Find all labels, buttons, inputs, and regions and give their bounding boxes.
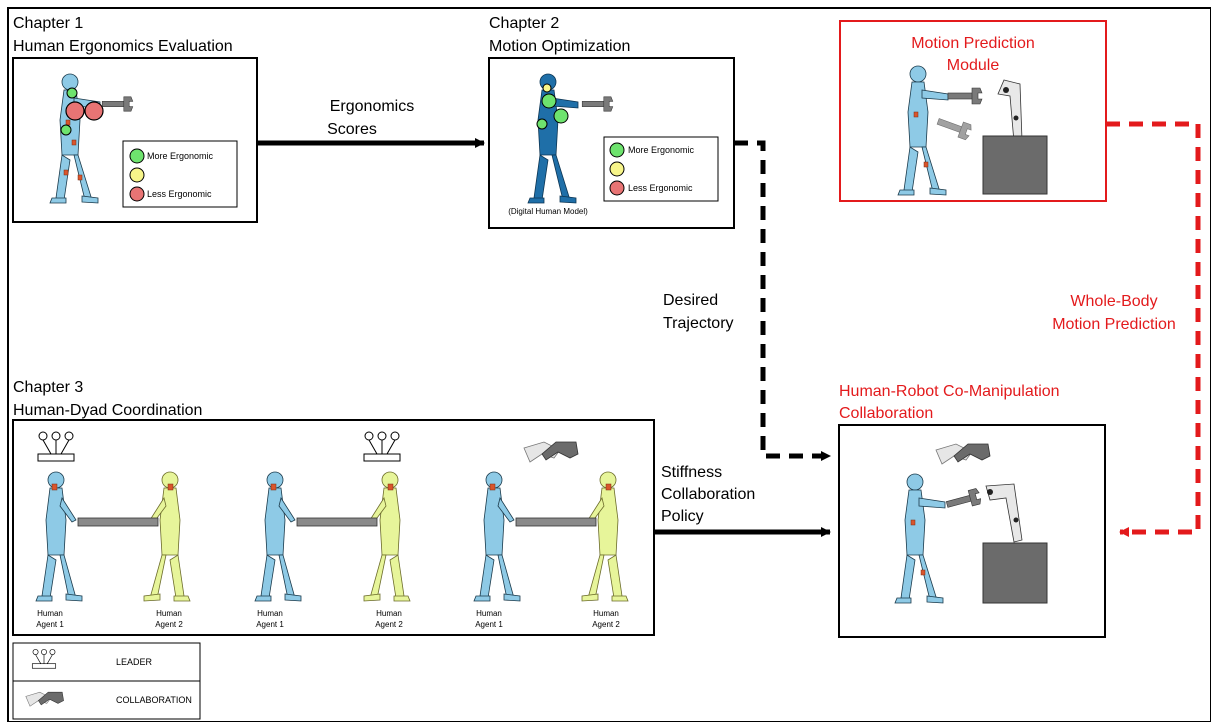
stiffness-label-line2: Collaboration — [661, 486, 755, 503]
agent-label-line2: Agent 1 — [36, 620, 64, 629]
chapter1-human-figure — [49, 73, 134, 204]
ergo-marker-green-5 — [536, 118, 548, 130]
chapter2-legend-less: Less Ergonomic — [628, 183, 693, 193]
agent-label-line1: Human — [476, 609, 502, 618]
agent-label-line1: Human — [376, 609, 402, 618]
stiffness-label-line1: Stiffness — [661, 464, 722, 481]
wholebody-prediction-arrow — [1106, 121, 1201, 537]
legend-green-swatch — [609, 142, 625, 158]
shared-bar — [77, 517, 159, 527]
prediction-table — [982, 135, 1048, 195]
legend-red-swatch — [609, 180, 625, 196]
agent-label-line1: Human — [257, 609, 283, 618]
dyad-pair-3 — [473, 471, 629, 602]
comanip-title-line2: Collaboration — [839, 405, 933, 422]
desired-label-line1: Desired — [663, 292, 718, 309]
legend-leader-label: LEADER — [116, 657, 153, 667]
wholebody-label-line1: Whole-Body — [1070, 293, 1157, 310]
comanip-human-figure — [894, 473, 983, 604]
wholebody-label-line2: Motion Prediction — [1052, 316, 1176, 333]
ergonomics-label-line2: Scores — [327, 121, 377, 138]
agent-labels: Human Agent 1 Human Agent 2 Human Agent … — [36, 609, 620, 629]
prediction-title-line2: Module — [947, 57, 1000, 74]
chapter1-legend-less: Less Ergonomic — [147, 189, 212, 199]
comanip-title-line1: Human-Robot Co-Manipulation — [839, 383, 1060, 400]
ergo-marker-red-1 — [65, 101, 85, 121]
dyad-pair-1 — [35, 471, 191, 602]
ergo-marker-green-1 — [66, 87, 78, 99]
shared-bar — [515, 517, 597, 527]
chapter2-caption: (Digital Human Model) — [508, 207, 588, 216]
chapter2-title-line1: Chapter 2 — [489, 15, 559, 32]
ergonomics-label-line1: Ergonomics — [330, 98, 414, 115]
shared-bar — [296, 517, 378, 527]
agent-label-line2: Agent 2 — [592, 620, 620, 629]
agent-label-line1: Human — [156, 609, 182, 618]
agent-label-line2: Agent 2 — [375, 620, 403, 629]
agent-label-line2: Agent 1 — [256, 620, 284, 629]
comanip-robot-arm — [985, 483, 1023, 543]
ergo-marker-green-4 — [553, 108, 569, 124]
agent-label-line2: Agent 1 — [475, 620, 503, 629]
comanip-box — [838, 424, 1106, 638]
legend-red-swatch — [129, 186, 145, 202]
prediction-module-box — [839, 20, 1107, 202]
chapter1-title-line1: Chapter 1 — [13, 15, 83, 32]
comanip-table — [982, 542, 1048, 604]
chapter1-title-line2: Human Ergonomics Evaluation — [13, 38, 233, 55]
chapter2-title-line2: Motion Optimization — [489, 38, 630, 55]
chapter2-ergo-legend: More Ergonomic Less Ergonomic — [603, 136, 719, 202]
agent-label-line1: Human — [593, 609, 619, 618]
desired-trajectory-arrow — [734, 140, 831, 461]
chapter2-legend-more: More Ergonomic — [628, 145, 695, 155]
legend-yellow-swatch — [609, 161, 625, 177]
symbol-legend: LEADER COLLABORATION — [12, 642, 201, 720]
ergo-marker-red-2 — [84, 101, 104, 121]
legend-yellow-swatch — [129, 167, 145, 183]
ergo-marker-yellow — [542, 83, 552, 93]
desired-label-line2: Trajectory — [663, 315, 734, 332]
ergo-marker-green-3 — [541, 93, 557, 109]
legend-green-swatch — [129, 148, 145, 164]
chapter1-ergo-legend: More Ergonomic Less Ergonomic — [122, 140, 238, 208]
chapter3-title-line1: Chapter 3 — [13, 379, 83, 396]
agent-label-line1: Human — [37, 609, 63, 618]
prediction-human-figure — [897, 65, 983, 196]
agent-label-line2: Agent 2 — [155, 620, 183, 629]
ergo-marker-green-2 — [60, 124, 72, 136]
chapter1-legend-more: More Ergonomic — [147, 151, 214, 161]
chapter3-title-line2: Human-Dyad Coordination — [13, 402, 202, 419]
prediction-title-line1: Motion Prediction — [911, 35, 1035, 52]
legend-collaboration-label: COLLABORATION — [116, 695, 192, 705]
dyad-pair-2 — [254, 471, 411, 602]
stiffness-label-line3: Policy — [661, 508, 704, 525]
